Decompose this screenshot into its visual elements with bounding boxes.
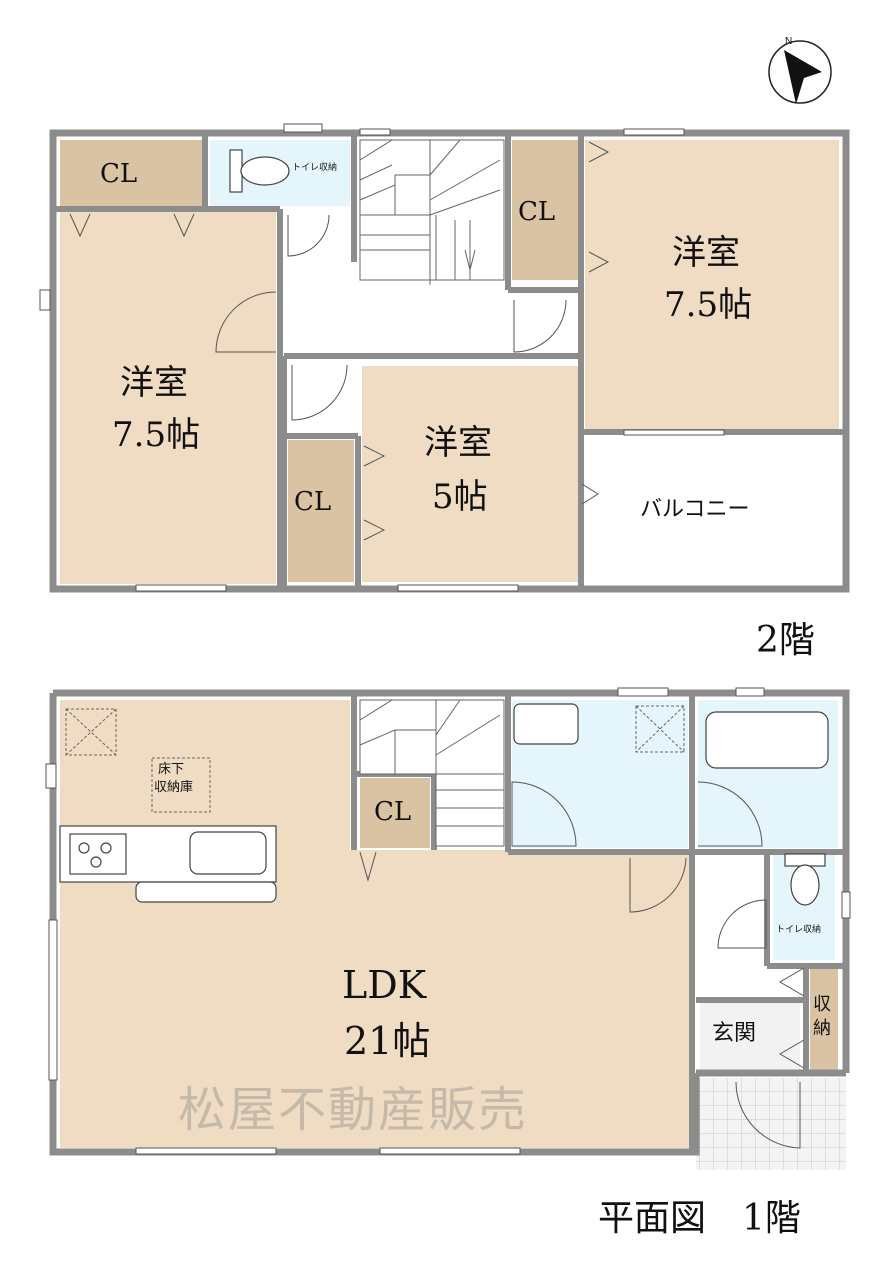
- room-label-toilet-storage: トイレ収納: [292, 163, 338, 173]
- room-label-entrance: 玄関: [712, 1021, 757, 1046]
- closet-fill: [360, 778, 430, 848]
- compass-north-icon: N: [768, 36, 832, 104]
- room-label-closet: CL: [374, 797, 412, 827]
- floor-label-1f: 平面図 1階: [598, 1198, 801, 1239]
- room-label-closet: CL: [294, 487, 332, 517]
- room-size-ldk: 21帖: [344, 1019, 431, 1063]
- western-room-ne-fill: [585, 140, 839, 432]
- kitchen-counter: [59, 825, 277, 903]
- vent-boxes: [65, 705, 685, 813]
- porch-tile: [696, 1078, 846, 1170]
- room-label-closet: CL: [518, 197, 556, 227]
- room-label-closet: CL: [100, 159, 138, 189]
- closet-fill: [288, 440, 354, 582]
- staircase-1f: [359, 699, 505, 847]
- western-room-c-fill: [362, 366, 578, 582]
- closet-fill: [60, 140, 202, 206]
- room-label-underfloor-storage-1: 床下: [158, 762, 185, 777]
- storage-fill: [810, 968, 838, 1070]
- staircase-2f: [359, 139, 505, 285]
- entrance-fill: [700, 1000, 800, 1070]
- closet-fill: [512, 140, 578, 280]
- room-label-western-w: 洋室: [120, 363, 188, 403]
- watermark: 松屋不動産販売: [178, 1082, 529, 1138]
- room-label-ldk: LDK: [342, 963, 427, 1007]
- room-label-storage-2: 納: [813, 1018, 831, 1039]
- windows-2f: [39, 123, 725, 592]
- room-label-underfloor-storage-2: 収納庫: [154, 780, 194, 795]
- room-size-western-w: 7.5帖: [112, 415, 201, 455]
- wet-fixtures: [513, 703, 829, 906]
- room-label-western-c: 洋室: [424, 423, 492, 463]
- doors-1f: [359, 781, 805, 1149]
- windows-1f: [45, 687, 851, 1155]
- western-room-w-fill: [60, 212, 276, 584]
- floor1-plan: [45, 687, 851, 1170]
- room-size-western-c: 5帖: [432, 477, 488, 517]
- room-size-western-ne: 7.5帖: [664, 285, 753, 325]
- doors-2f: [69, 141, 610, 541]
- toilet-fixture-2f: [229, 149, 290, 193]
- room-label-western-ne: 洋室: [672, 233, 740, 273]
- room-label-balcony: バルコニー: [640, 497, 750, 522]
- svg-text:N: N: [785, 36, 792, 47]
- floor2-plan: [39, 123, 850, 593]
- room-label-toilet-storage: トイレ収納: [776, 925, 822, 935]
- room-label-storage-1: 収: [813, 994, 831, 1015]
- floor-label-2f: 2階: [756, 620, 815, 661]
